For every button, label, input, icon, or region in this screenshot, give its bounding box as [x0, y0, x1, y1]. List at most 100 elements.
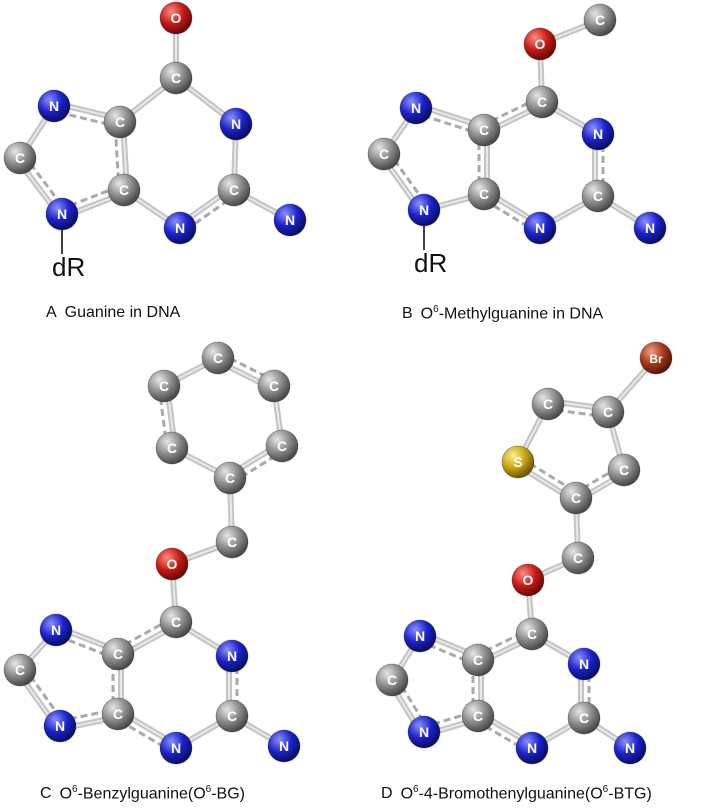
atom-label: C: [479, 122, 489, 138]
atom-c: C: [561, 541, 595, 575]
atom-label: C: [15, 662, 25, 678]
caption-text: O: [420, 305, 434, 323]
atom-c: C: [607, 453, 641, 487]
atom-label: C: [579, 710, 589, 726]
atom-label: C: [171, 70, 181, 86]
atom-c: C: [367, 137, 401, 171]
atom-label: C: [593, 188, 603, 204]
caption-superscript: 6: [433, 304, 439, 315]
atom-label: C: [159, 378, 169, 394]
atom-label: C: [119, 182, 129, 198]
atom-o: O: [155, 547, 189, 581]
atom-label: N: [57, 206, 67, 222]
atom-n: N: [515, 731, 549, 765]
atom-label: C: [473, 708, 483, 724]
atom-label: C: [113, 646, 123, 662]
caption-text: O: [400, 785, 414, 803]
caption-panel-a: A Guanine in DNA: [46, 304, 180, 322]
atom-c: C: [215, 699, 249, 733]
atom-c: C: [213, 461, 247, 495]
atom-c: C: [583, 3, 617, 37]
atom-c: C: [101, 697, 135, 731]
deoxyribose-attachment: dR: [414, 226, 447, 278]
atom-n: N: [581, 117, 615, 151]
atom-s: S: [501, 445, 535, 479]
atom-label: N: [175, 220, 185, 236]
atom-c: C: [3, 653, 37, 687]
atom-label: N: [49, 98, 59, 114]
atom-n: N: [45, 197, 79, 231]
attachment-label: dR: [414, 248, 447, 278]
caption-text: -BG): [211, 785, 245, 803]
atom-n: N: [633, 211, 667, 245]
atom-n: N: [613, 731, 647, 765]
atom-label: C: [229, 182, 239, 198]
caption-superscript: 6: [72, 784, 78, 795]
atom-label: N: [527, 740, 537, 756]
atom-o: O: [511, 563, 545, 597]
atom-c: C: [103, 105, 137, 139]
atom-label: N: [279, 738, 289, 754]
atom-n: N: [163, 211, 197, 245]
atom-label: C: [537, 94, 547, 110]
atom-c: C: [531, 387, 565, 421]
atom-label: C: [619, 462, 629, 478]
atom-label: N: [535, 220, 545, 236]
atom-label: N: [285, 212, 295, 228]
caption-text: -Benzylguanine(O: [77, 785, 206, 803]
atom-c: C: [461, 643, 495, 677]
atom-label: S: [513, 454, 522, 470]
atom-label: N: [415, 628, 425, 644]
atom-n: N: [37, 89, 71, 123]
atom-label: C: [473, 652, 483, 668]
atom-label: C: [573, 550, 583, 566]
atom-label: O: [523, 572, 534, 588]
atom-label: C: [227, 534, 237, 550]
atom-br: Br: [639, 341, 673, 375]
caption-text: Guanine in DNA: [64, 304, 181, 321]
atom-c: C: [375, 663, 409, 697]
atom-n: N: [407, 715, 441, 749]
atom-label: N: [231, 116, 241, 132]
atom-label: O: [535, 36, 546, 52]
atom-c: C: [3, 141, 37, 175]
atom-n: N: [407, 193, 441, 227]
atom-n: N: [159, 731, 193, 765]
caption-text: -4-Bromothenylguanine(O: [418, 785, 603, 803]
atom-label: C: [15, 150, 25, 166]
atom-n: N: [523, 211, 557, 245]
atom-label: C: [171, 614, 181, 630]
atom-c: C: [215, 525, 249, 559]
atom-c: C: [461, 699, 495, 733]
atom-c: C: [467, 113, 501, 147]
atom-label: N: [171, 740, 181, 756]
atom-label: C: [115, 114, 125, 130]
atom-label: N: [625, 740, 635, 756]
atom-label: N: [593, 126, 603, 142]
atom-c: C: [155, 431, 189, 465]
panel-letter: A: [46, 304, 57, 321]
atom-label: C: [479, 186, 489, 202]
atom-n: N: [43, 709, 77, 743]
atom-c: C: [265, 429, 299, 463]
atom-label: Br: [649, 352, 663, 366]
atom-label: C: [225, 470, 235, 486]
atom-c: C: [107, 173, 141, 207]
atom-n: N: [399, 91, 433, 125]
atom-c: C: [525, 85, 559, 119]
atom-label: N: [51, 622, 61, 638]
atom-c: C: [201, 341, 235, 375]
atom-label: N: [419, 724, 429, 740]
atom-o: O: [159, 1, 193, 35]
atom-label: C: [387, 672, 397, 688]
atom-c: C: [257, 369, 291, 403]
atom-n: N: [219, 107, 253, 141]
caption-superscript: 6: [205, 784, 212, 795]
